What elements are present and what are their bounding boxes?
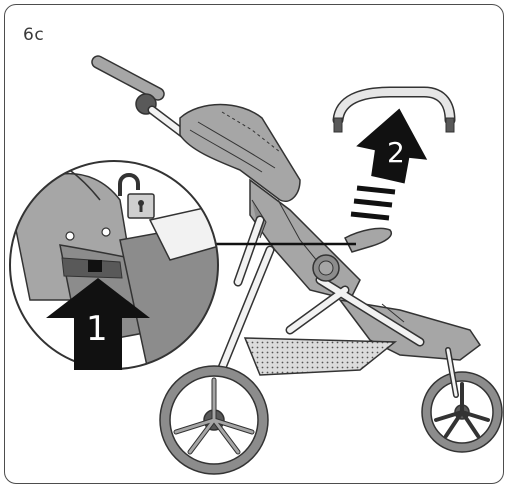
release-button — [88, 260, 102, 272]
front-wheel — [422, 350, 502, 452]
seat-canopy — [180, 105, 300, 202]
rear-wheel — [160, 366, 268, 474]
bumper-bar-mount — [345, 228, 391, 252]
callout-number-2: 2 — [387, 136, 405, 169]
storage-basket — [245, 338, 395, 375]
seat-body — [250, 180, 360, 300]
callout-number-1: 1 — [86, 309, 108, 349]
detail-inset: 1 — [10, 150, 240, 380]
arrow-2: 2 — [351, 104, 432, 218]
